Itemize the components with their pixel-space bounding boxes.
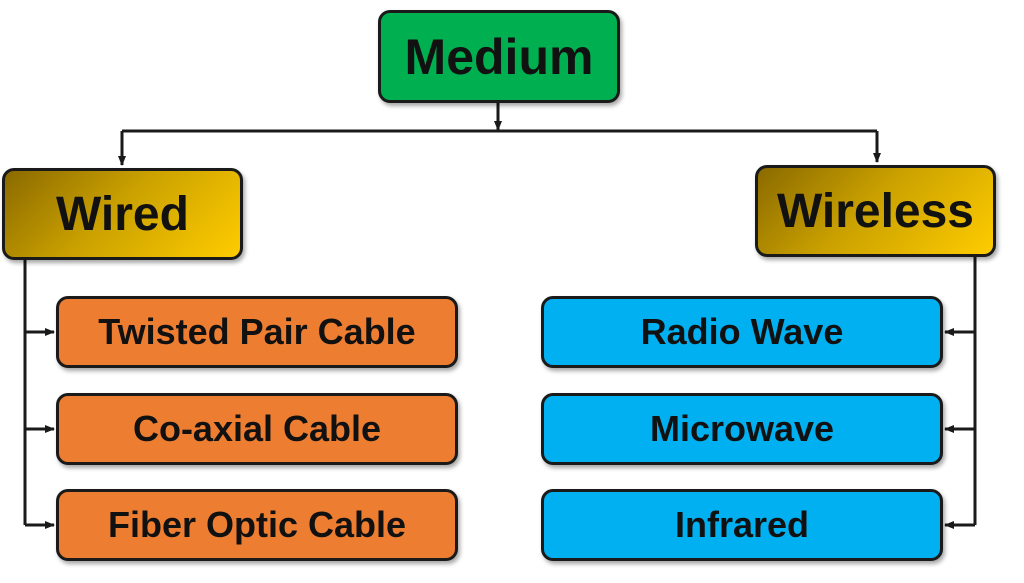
medium-label: Medium (404, 28, 594, 85)
wireless-item-label: Infrared (674, 504, 810, 545)
medium-node: Medium (378, 10, 620, 103)
wired-label: Wired (56, 187, 189, 241)
wired-item-twisted-pair: Twisted Pair Cable (56, 296, 458, 368)
wireless-item-label: Microwave (649, 408, 835, 449)
wireless-node: Wireless (755, 165, 996, 257)
wired-item-fiber-optic: Fiber Optic Cable (56, 489, 458, 561)
wireless-item-radio-wave: Radio Wave (541, 296, 943, 368)
wired-item-label: Fiber Optic Cable (107, 504, 407, 545)
wireless-item-microwave: Microwave (541, 393, 943, 465)
wireless-label: Wireless (776, 184, 974, 238)
wireless-item-label: Radio Wave (640, 311, 844, 352)
wireless-item-infrared: Infrared (541, 489, 943, 561)
wired-item-label: Twisted Pair Cable (98, 311, 416, 352)
wired-item-coaxial: Co-axial Cable (56, 393, 458, 465)
wired-item-label: Co-axial Cable (132, 408, 382, 449)
wired-node: Wired (2, 168, 243, 260)
